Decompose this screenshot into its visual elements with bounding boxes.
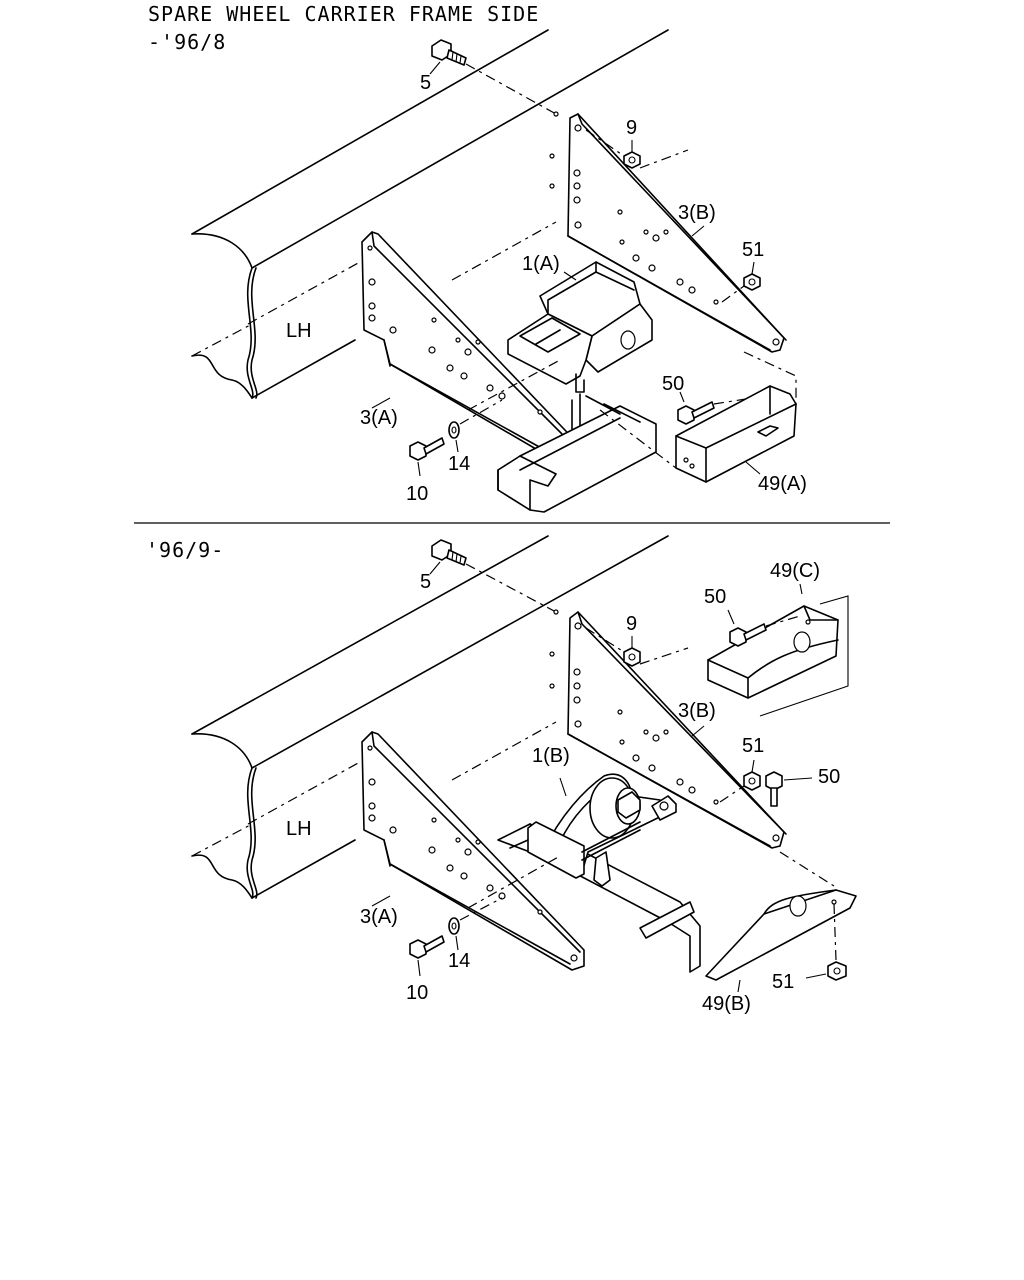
callout-50-vertical: 50 <box>818 766 840 788</box>
callout-1a: 1(A) <box>522 253 560 275</box>
washer-14-icon <box>448 421 460 439</box>
side-label-lh: LH <box>286 320 312 342</box>
callout-3b-bottom: 3(B) <box>678 700 716 722</box>
bracket-3a-bottom <box>361 731 585 971</box>
frame-rail-top <box>191 29 669 399</box>
nut-9-icon <box>623 647 641 667</box>
diagram-title: SPARE WHEEL CARRIER FRAME SIDE <box>148 2 540 26</box>
callout-5: 5 <box>420 72 431 94</box>
callout-10-bottom: 10 <box>406 982 428 1004</box>
callout-9-bottom: 9 <box>626 613 637 635</box>
bolt-5-icon <box>431 539 467 566</box>
callout-14-bottom: 14 <box>448 950 470 972</box>
bolt-5-icon <box>431 39 467 66</box>
callout-50: 50 <box>662 373 684 395</box>
bolt-10-icon <box>409 935 445 959</box>
callout-1b: 1(B) <box>532 745 570 767</box>
bolt-10-icon <box>409 437 445 461</box>
callout-49a: 49(A) <box>758 473 807 495</box>
callout-3a-bottom: 3(A) <box>360 906 398 928</box>
bolt-50-icon <box>677 401 715 425</box>
callout-51-lower: 51 <box>772 971 794 993</box>
frame-rail-bottom <box>191 535 669 899</box>
side-label-lh-bottom: LH <box>286 818 312 840</box>
range-label-top: -'96/8 <box>148 30 227 54</box>
callout-49b: 49(B) <box>702 993 751 1015</box>
carrier-1a <box>507 261 653 439</box>
callout-5-bottom: 5 <box>420 571 431 593</box>
bracket-3b-bottom <box>549 609 787 849</box>
callout-3b: 3(B) <box>678 202 716 224</box>
callout-10: 10 <box>406 483 428 505</box>
carrier-1b <box>497 773 701 973</box>
bolt-50-icon <box>729 623 767 647</box>
bracket-3b <box>549 111 787 353</box>
top-exploded-view: LH 5 <box>191 29 807 513</box>
callout-3a: 3(A) <box>360 407 398 429</box>
nut-51-lower-icon <box>827 961 847 981</box>
nut-9-icon <box>623 151 641 169</box>
plate-49c <box>707 595 849 717</box>
callout-50-upper: 50 <box>704 586 726 608</box>
callout-51-upper: 51 <box>742 735 764 757</box>
callout-14: 14 <box>448 453 470 475</box>
bottom-exploded-view: LH 5 <box>191 535 857 1015</box>
nut-51-icon <box>743 771 761 791</box>
plate-49a <box>675 351 797 483</box>
plate-49b <box>705 851 857 981</box>
callout-51: 51 <box>742 239 764 261</box>
bolt-50-vertical-icon <box>765 771 783 807</box>
nut-51-icon <box>743 273 761 291</box>
washer-14-icon <box>448 917 460 935</box>
callout-49c: 49(C) <box>770 560 820 582</box>
range-label-bottom: '96/9- <box>146 538 225 562</box>
callout-9: 9 <box>626 117 637 139</box>
